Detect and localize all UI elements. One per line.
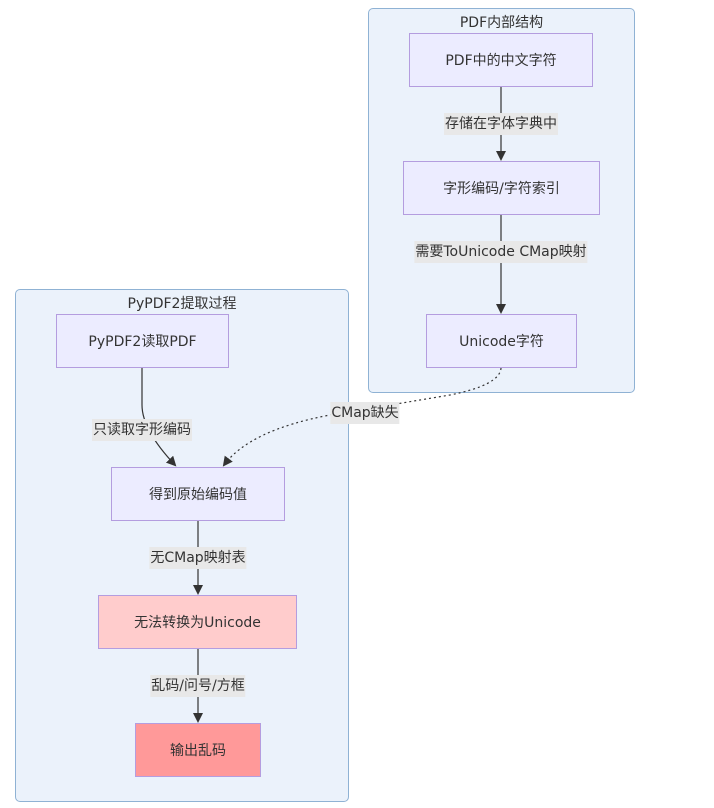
node-unicode-char[interactable]: Unicode字符 (426, 314, 577, 368)
cluster-title: PDF内部结构 (459, 15, 544, 31)
cluster-pypdf2-process: PyPDF2提取过程 (15, 289, 349, 802)
edge-cmap-missing (222, 367, 502, 467)
edge-label-garbled-marks: 乱码/问号/方框 (150, 675, 246, 697)
cluster-title: PyPDF2提取过程 (127, 296, 237, 312)
edge-label-read-glyph-only: 只读取字形编码 (92, 419, 192, 441)
node-output-garbled[interactable]: 输出乱码 (135, 723, 261, 777)
node-pypdf2-read[interactable]: PyPDF2读取PDF (56, 314, 229, 368)
node-glyph-code[interactable]: 字形编码/字符索引 (403, 161, 600, 215)
edge-label-store-in-font-dict: 存储在字体字典中 (444, 113, 558, 135)
node-pdf-chinese-chars[interactable]: PDF中的中文字符 (409, 33, 593, 87)
edge-label-cmap-missing: CMap缺失 (330, 402, 400, 424)
edge-read-glyph-only (141, 368, 177, 467)
edge-label-need-tounicode: 需要ToUnicode CMap映射 (414, 241, 588, 263)
node-raw-code[interactable]: 得到原始编码值 (111, 467, 285, 521)
node-cannot-convert[interactable]: 无法转换为Unicode (98, 595, 297, 649)
edge-label-no-cmap-table: 无CMap映射表 (149, 547, 247, 569)
